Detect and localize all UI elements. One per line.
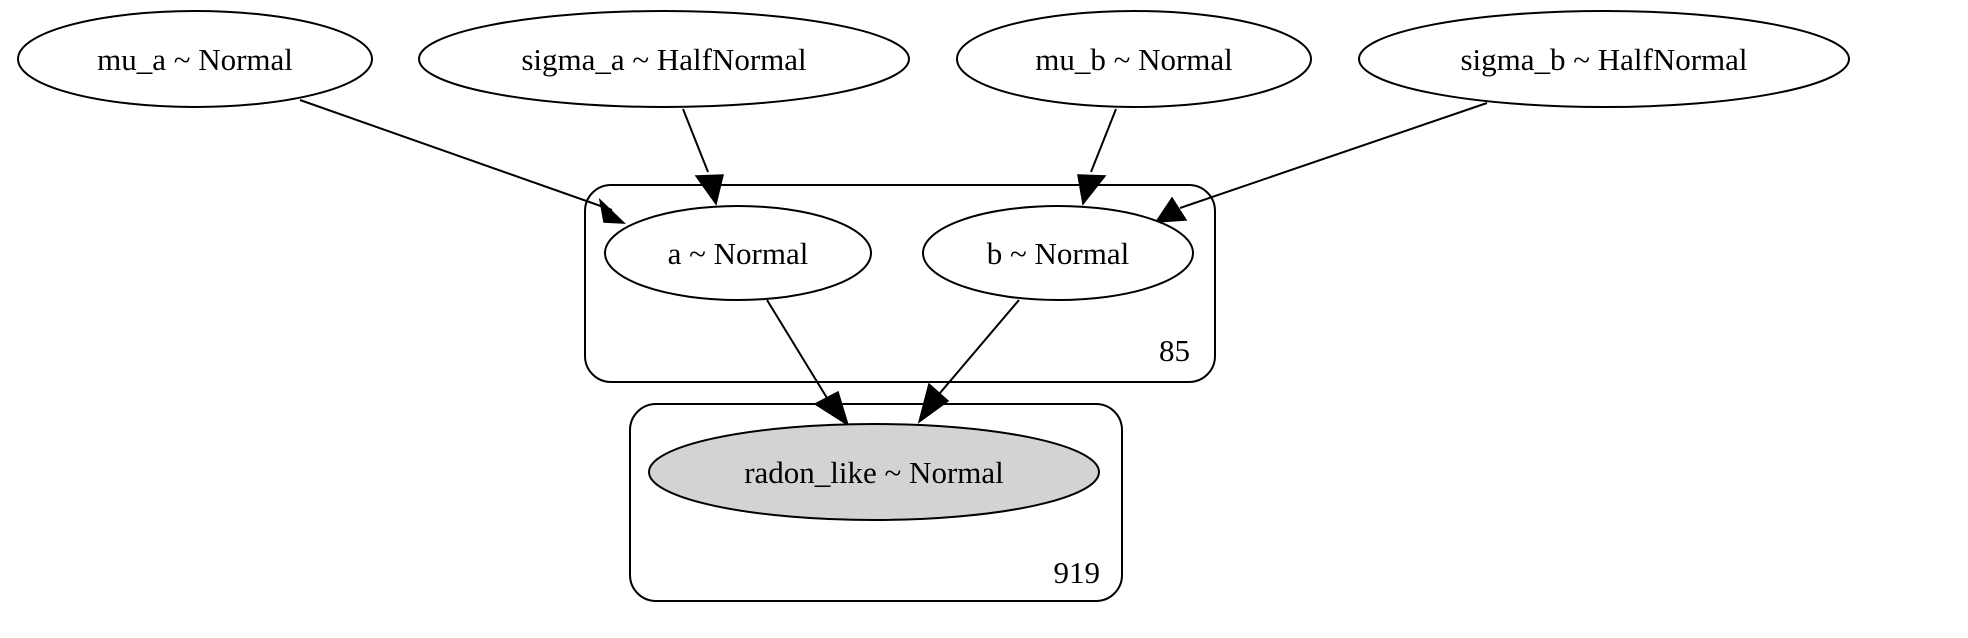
node-radon_like[interactable]: radon_like ~ Normal bbox=[648, 423, 1100, 521]
edge-mu_b-to-b bbox=[1077, 108, 1117, 206]
node-mu_a-shape bbox=[17, 10, 373, 108]
edge-a-to-radon_like bbox=[766, 299, 850, 427]
node-sigma_a-shape bbox=[418, 10, 910, 108]
node-sigma_a-label: sigma_a ~ HalfNormal bbox=[521, 42, 806, 77]
node-mu_b[interactable]: mu_b ~ Normal bbox=[956, 10, 1312, 108]
node-radon_like-label: radon_like ~ Normal bbox=[744, 455, 1004, 490]
plate-85-label: 85 bbox=[1159, 333, 1190, 368]
node-sigma_b[interactable]: sigma_b ~ HalfNormal bbox=[1358, 10, 1850, 108]
node-mu_b-shape bbox=[956, 10, 1312, 108]
node-b[interactable]: b ~ Normal bbox=[922, 205, 1194, 301]
plate-85-box bbox=[584, 184, 1216, 383]
node-mu_a-label: mu_a ~ Normal bbox=[97, 42, 293, 77]
plate-85: 85 bbox=[584, 184, 1216, 383]
edge-mu_a-to-a bbox=[299, 99, 626, 224]
plate-919-label: 919 bbox=[1054, 555, 1101, 590]
node-a-label: a ~ Normal bbox=[668, 236, 809, 271]
node-b-shape bbox=[922, 205, 1194, 301]
plate-919-box bbox=[629, 403, 1123, 602]
edges bbox=[299, 99, 1488, 427]
edge-b-to-radon_like bbox=[917, 299, 1020, 424]
node-sigma_b-label: sigma_b ~ HalfNormal bbox=[1460, 42, 1747, 77]
edge-sigma_a-to-a bbox=[682, 108, 724, 206]
node-a[interactable]: a ~ Normal bbox=[604, 205, 872, 301]
edge-sigma_b-to-b bbox=[1154, 102, 1488, 223]
node-mu_b-label: mu_b ~ Normal bbox=[1035, 42, 1233, 77]
node-radon_like-shape bbox=[648, 423, 1100, 521]
node-b-label: b ~ Normal bbox=[987, 236, 1129, 271]
node-mu_a[interactable]: mu_a ~ Normal bbox=[17, 10, 373, 108]
node-sigma_b-shape bbox=[1358, 10, 1850, 108]
node-a-shape bbox=[604, 205, 872, 301]
node-sigma_a[interactable]: sigma_a ~ HalfNormal bbox=[418, 10, 910, 108]
plate-919: 919 bbox=[629, 403, 1123, 602]
